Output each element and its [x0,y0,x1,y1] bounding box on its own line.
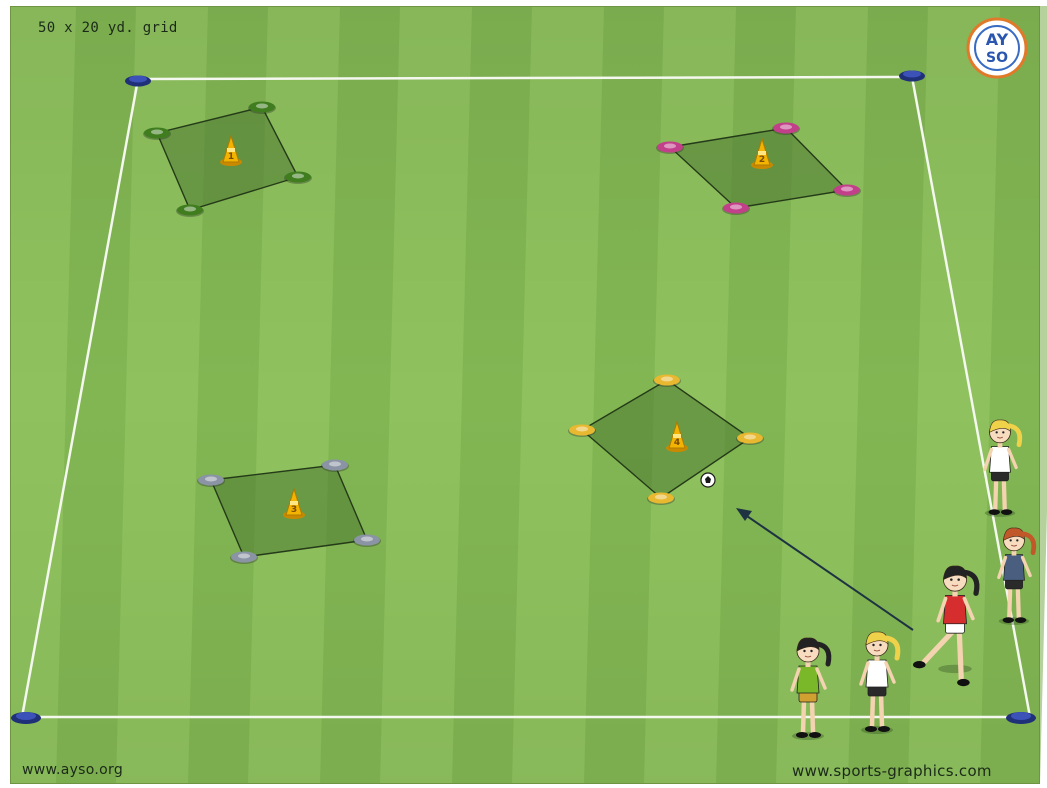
logo-text-top: AY [986,30,1009,49]
ayso-logo: AY SO [968,19,1026,77]
station-4-label: 4 [674,438,680,448]
logo-text-bottom: SO [986,50,1008,66]
grid-size-caption: 50 x 20 yd. grid [38,20,178,36]
corner-cone-top-right [899,71,925,82]
corner-cone-bottom-right [1006,712,1036,724]
station-2-label: 2 [759,155,765,165]
station-3-label: 3 [291,505,297,515]
ayso-url: www.ayso.org [22,762,123,778]
sports-graphics-url: www.sports-graphics.com [792,762,992,780]
corner-cone-bottom-left [11,712,41,724]
soccer-ball [701,473,715,487]
station-1-label: 1 [228,152,234,162]
corner-cone-top-left [125,76,151,87]
